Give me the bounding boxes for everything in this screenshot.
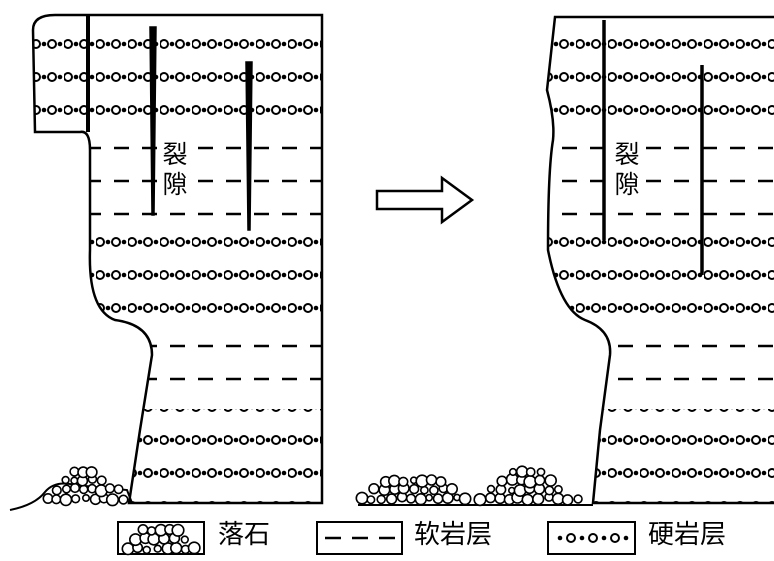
soft-layer xyxy=(548,123,774,222)
label-bg xyxy=(612,137,642,201)
rock xyxy=(445,482,458,495)
rock xyxy=(113,484,124,495)
rock xyxy=(142,545,151,555)
arrow-right-icon xyxy=(375,175,475,225)
rock xyxy=(486,484,496,494)
legend-hard-pattern xyxy=(557,533,629,543)
rock xyxy=(104,483,116,494)
rock xyxy=(544,485,555,496)
rock xyxy=(525,467,536,477)
rock xyxy=(544,474,558,487)
legend xyxy=(117,521,636,556)
rock xyxy=(180,535,190,544)
crack xyxy=(245,61,253,231)
rock xyxy=(51,494,62,505)
soft-layer xyxy=(33,321,322,405)
rock xyxy=(170,541,183,555)
rock xyxy=(368,483,380,495)
rock xyxy=(137,523,149,535)
rock xyxy=(521,493,534,506)
rock xyxy=(105,493,120,507)
rock xyxy=(553,484,563,494)
rock xyxy=(508,467,518,477)
rock xyxy=(366,495,376,505)
rock xyxy=(428,485,439,496)
cliff-after: 裂 隙 xyxy=(355,15,774,507)
legend-label-rockfall: 落石 xyxy=(218,520,271,550)
rockfall-pile xyxy=(42,466,129,507)
strata-before xyxy=(33,24,322,503)
hard-layer xyxy=(33,222,322,321)
crack-label-char: 裂 xyxy=(614,140,639,169)
crack-label-char: 裂 xyxy=(162,140,187,169)
strata-after xyxy=(548,24,774,503)
legend-label-soft: 软岩层 xyxy=(414,520,493,550)
rock xyxy=(385,493,398,505)
rock xyxy=(425,474,438,486)
rock xyxy=(59,493,73,507)
rock xyxy=(409,483,420,495)
rock xyxy=(458,492,472,506)
legend-rock-icon xyxy=(121,523,201,556)
rock xyxy=(531,492,545,506)
rock xyxy=(69,482,81,494)
rock xyxy=(96,475,107,486)
rock xyxy=(146,526,157,536)
rock xyxy=(153,544,162,553)
rock xyxy=(187,541,201,555)
rock xyxy=(51,485,62,496)
rock xyxy=(355,491,369,505)
rock xyxy=(387,474,401,488)
hard-layer xyxy=(33,24,322,123)
legend-swatch-hard xyxy=(547,521,636,555)
soft-layer xyxy=(548,321,774,405)
crack-label-char: 隙 xyxy=(614,170,639,199)
rock xyxy=(376,494,387,505)
crack xyxy=(149,26,157,216)
rock xyxy=(78,484,89,495)
rock xyxy=(405,493,417,504)
rock xyxy=(435,476,447,488)
rock xyxy=(61,484,72,494)
rock xyxy=(171,523,185,537)
rock xyxy=(496,475,508,487)
hard-layer xyxy=(548,222,774,321)
rock xyxy=(561,494,574,506)
rock xyxy=(70,494,81,504)
cliff-before: 裂 隙 xyxy=(9,13,324,511)
rock xyxy=(85,466,98,479)
rockfall-pile xyxy=(355,465,583,507)
hard-layer xyxy=(548,409,774,503)
rock xyxy=(484,492,496,504)
rock xyxy=(534,474,546,486)
rock xyxy=(82,493,91,502)
rock xyxy=(573,494,583,504)
rock xyxy=(425,493,433,502)
crack-label-char: 隙 xyxy=(162,170,187,199)
hard-layer xyxy=(548,24,774,123)
rock xyxy=(536,467,546,477)
rock xyxy=(118,494,129,505)
rock xyxy=(473,493,487,507)
rock xyxy=(414,493,427,506)
rock xyxy=(432,493,444,505)
rock xyxy=(523,474,537,489)
legend-label-hard: 硬岩层 xyxy=(648,520,727,550)
label-bg xyxy=(160,137,190,201)
rock xyxy=(61,475,70,485)
cliff-outline xyxy=(31,13,324,505)
rock xyxy=(398,476,409,487)
cliff-outline xyxy=(545,15,774,505)
